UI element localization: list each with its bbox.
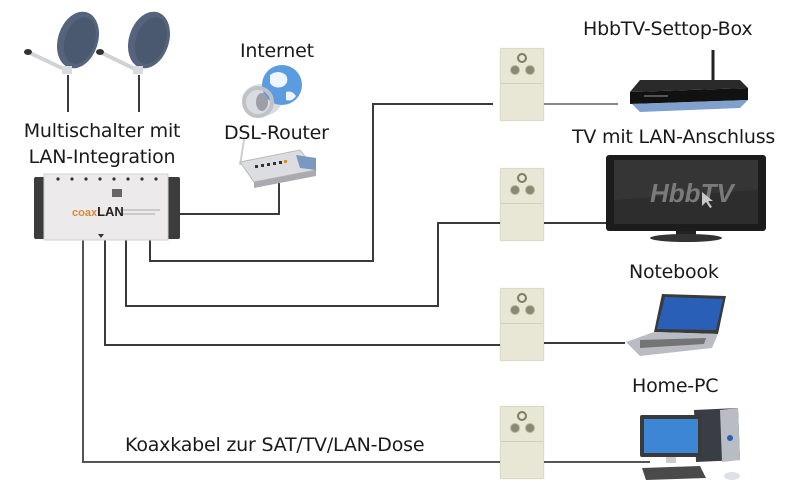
home-pc-device	[640, 408, 740, 480]
dsl-router-device	[239, 139, 317, 188]
wire-multiswitch-router	[178, 183, 280, 215]
label-dsl-router: DSL-Router	[224, 122, 329, 144]
satellite-dish-1	[24, 11, 100, 74]
label-multiswitch-line2: LAN-Integration	[28, 146, 176, 168]
internet-globe-icon	[242, 65, 302, 118]
wire-multiswitch-socket-homepc	[82, 240, 500, 463]
wall-socket-notebook	[500, 288, 544, 361]
label-tv: TV mit LAN-Anschluss	[572, 126, 776, 148]
label-settop-box: HbbTV-Settop-Box	[583, 18, 753, 40]
label-multiswitch: Multischalter mit LAN-Integration	[12, 118, 192, 170]
label-coax-cable: Koaxkabel zur SAT/TV/LAN-Dose	[125, 434, 425, 456]
multiswitch-device	[34, 173, 180, 241]
wire-multiswitch-socket-tv	[125, 222, 500, 307]
wall-socket-homepc	[500, 406, 544, 479]
label-internet: Internet	[240, 40, 314, 62]
wall-socket-tv	[500, 168, 544, 241]
notebook-device	[626, 294, 726, 356]
tv-screen-text: HbbTV	[650, 178, 736, 208]
label-notebook: Notebook	[629, 261, 719, 283]
settop-box-device	[630, 50, 748, 112]
wire-multiswitch-socket-settop	[149, 103, 493, 262]
multiswitch-brand: coaxLAN	[72, 204, 124, 219]
tv-device: HbbTV	[606, 155, 766, 242]
label-multiswitch-line1: Multischalter mit	[23, 120, 181, 142]
wall-socket-settop	[500, 48, 544, 121]
satellite-dish-2	[96, 11, 171, 74]
wire-multiswitch-socket-notebook	[104, 240, 500, 346]
label-home-pc: Home-PC	[632, 375, 719, 397]
